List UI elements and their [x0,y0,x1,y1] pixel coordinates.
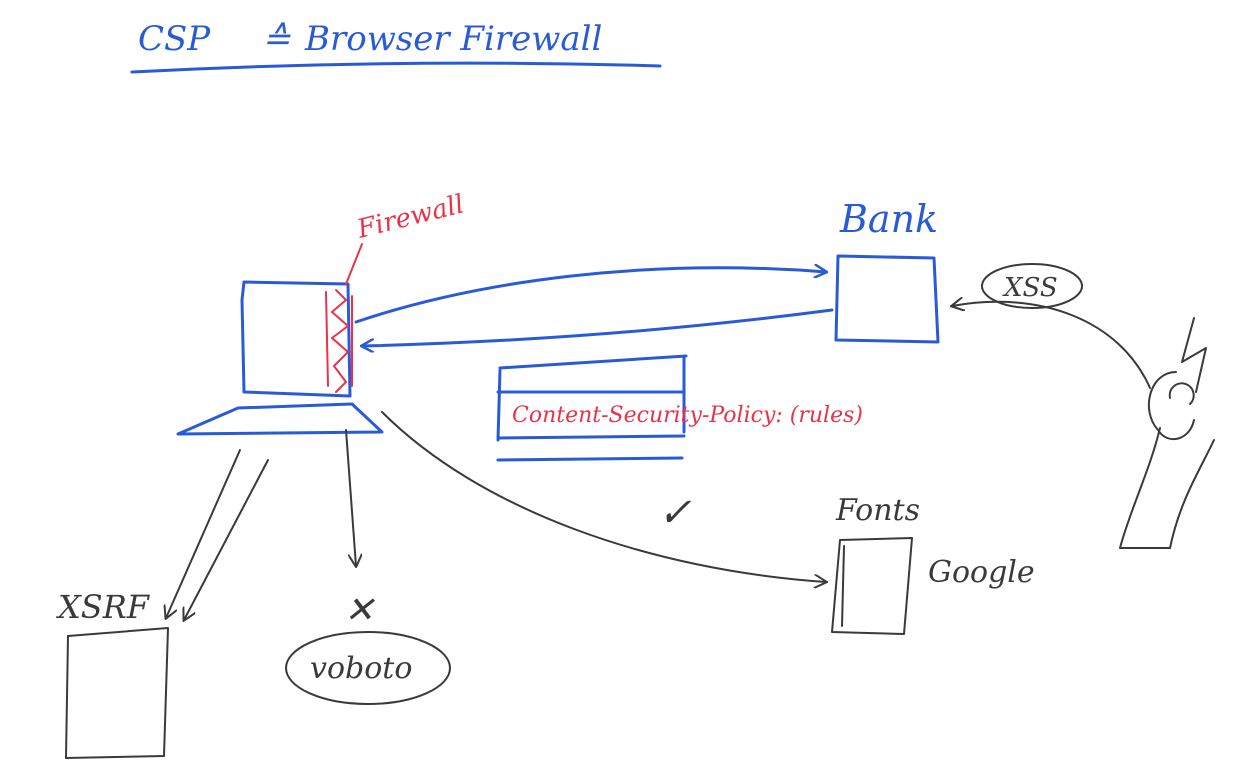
title-equals-symbol: ≙ [262,19,291,59]
xss-group: XSS [952,263,1151,389]
voboto-group: ✕ voboto [285,590,451,705]
browser-laptop [176,280,384,436]
bank-group: Bank [834,197,940,344]
title-browser-firewall: Browser Firewall [304,19,602,59]
bank-box [834,254,940,344]
fonts-allowed-check: ✓ [658,490,692,536]
voboto-blocked-cross: ✕ [344,590,375,631]
xsrf-box [65,627,169,759]
xsrf-group: XSRF [55,588,169,759]
request-arrow [354,268,826,324]
fonts-label: Fonts [835,493,920,528]
voboto-arrow [345,429,356,566]
xsrf-arrows [166,449,269,620]
firewall-label: Firewall [353,189,467,245]
fonts-box [831,537,913,635]
google-label: Google [928,555,1035,590]
voboto-bubble [285,631,451,705]
title-underline [130,61,662,74]
firewall-wall [325,289,353,393]
csp-header-document: Content-Security-Policy: (rules) [496,354,863,462]
xsrf-label: XSRF [55,588,151,626]
fonts-group: Fonts Google [831,493,1035,635]
title-csp: CSP [138,19,211,59]
xss-arrow [952,302,1151,389]
firewall-pointer [345,243,363,285]
response-arrow [362,308,834,346]
voboto-label: voboto [310,651,412,686]
csp-header-text: Content-Security-Policy: (rules) [512,403,863,428]
xss-label: XSS [1002,273,1058,303]
xss-bubble [981,263,1083,309]
attacker-figure [1119,317,1215,549]
fonts-arrow [381,411,826,582]
bank-label: Bank [839,197,938,241]
title-group: CSP ≙ Browser Firewall [130,19,662,74]
